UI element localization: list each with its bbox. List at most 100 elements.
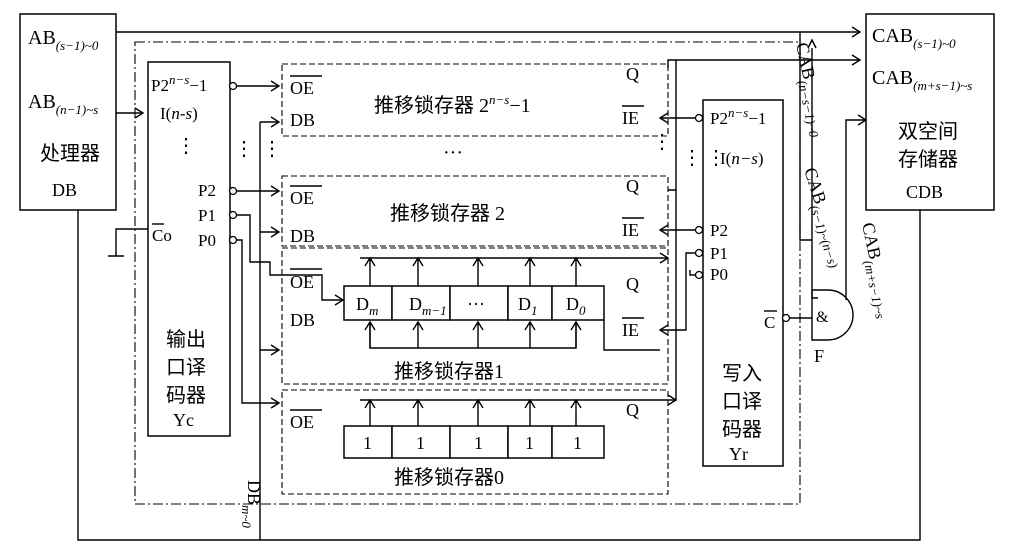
wire-db-second-arrow — [270, 226, 281, 238]
processor-ab-high-label: AB(s−1)~0 — [28, 27, 99, 53]
latch-zero-cell-label-1: 1 — [416, 433, 425, 453]
yc-pin-p1: P1 — [198, 206, 216, 225]
bus-cab-c-label: CAB(m+s−1)~s — [853, 221, 897, 320]
bus-cab-b-label: CAB(s−1)~(n−s) — [795, 165, 850, 270]
latch-zero-q: Q — [626, 400, 639, 420]
latch-first-db: DB — [290, 310, 315, 330]
and-gate-f — [811, 289, 854, 341]
latch-cell-label-2: ··· — [467, 294, 485, 314]
latch-zero-top-arrow-4 — [570, 398, 582, 426]
latch-first-bottom-arrow-3 — [524, 320, 536, 348]
yr-pin-p2: P2 — [710, 221, 728, 240]
yc-code: Yc — [173, 410, 194, 430]
wire-ie-first-arrow — [658, 324, 669, 336]
latch-second-db: DB — [290, 226, 315, 246]
vertical-dots-left: ⋮ — [262, 138, 282, 160]
yr-name-1: 写入 — [722, 363, 762, 385]
memory-cab-b-label: CAB(m+s−1)~s — [872, 67, 972, 93]
yr-vertical-dots: ⋮ — [706, 147, 726, 169]
yr-pin-c: C — [764, 313, 775, 332]
db-bus-label: DBm~0 — [239, 480, 264, 528]
latch-first-bottom-bus — [369, 322, 577, 349]
latch-zero-title: 推移锁存器0 — [394, 466, 504, 489]
latch-zero-top-arrow-0 — [364, 398, 376, 426]
latch-second-oe: OE — [290, 188, 314, 208]
latch-cell-label-1: Dm−1 — [409, 294, 447, 318]
yc-ptop-bubble — [228, 81, 238, 91]
latch-first-top-arrow-3 — [524, 256, 536, 286]
processor-ab-low-label: AB(n−1)~s — [28, 91, 98, 117]
output-decoder-box — [147, 61, 231, 437]
wire-processor-db-loop — [77, 210, 921, 541]
wire-p0-stub — [689, 270, 695, 276]
latch-first-top-arrow-0 — [364, 256, 376, 286]
wire-p0-oe-arrow — [270, 397, 281, 409]
yr-pin-p0: P0 — [710, 265, 728, 284]
output-decoder-block: P2n−s−1 I(n-s) ⋮ P2 P1 P0 Co 输出 口译 码器 Yc — [147, 61, 238, 437]
latch-second-q: Q — [626, 176, 639, 196]
yc-p1-bubble — [228, 210, 238, 220]
yr-p0-bubble — [694, 270, 704, 280]
latch-zero-top-arrow-3 — [524, 398, 536, 426]
latch-first-oe: OE — [290, 272, 314, 292]
yc-name-1: 输出 — [166, 328, 206, 351]
wire-co-ground — [108, 228, 148, 257]
wire-ab-low-arrow — [134, 107, 145, 119]
latch-cell-4 — [551, 285, 605, 321]
write-decoder-box — [702, 99, 784, 467]
latch-zero-top-arrow-2 — [472, 398, 484, 426]
latch-first-q: Q — [626, 274, 639, 294]
latch-cell-label-3: D1 — [518, 294, 538, 318]
latch-top-title: 推移锁存器 2n−s−1 — [374, 92, 531, 117]
yr-name-3: 码器 — [722, 419, 762, 441]
latch-first-title: 推移锁存器1 — [394, 360, 504, 383]
write-decoder-block: P2n−s−1 ⋮ I(n−s) P2 P1 P0 C 写入 口译 码器 Yr — [694, 99, 791, 467]
wire-q-first-arrow — [659, 252, 670, 264]
wire-q-top — [667, 59, 860, 68]
yc-pin-ptop: P2n−s−1 — [151, 72, 207, 95]
latch-zero-cell-label-4: 1 — [573, 433, 582, 453]
gate-symbol: & — [816, 309, 829, 326]
latch-top: OE DB 推移锁存器 2n−s−1 Q IE — [281, 63, 669, 137]
latch-first-top-arrow-1 — [412, 256, 424, 286]
wire-ie-top-arrow — [658, 112, 669, 124]
wire-cab-c — [845, 119, 866, 300]
latch-zero-oe: OE — [290, 412, 314, 432]
latch-first-ie: IE — [622, 320, 639, 340]
latch-top-q: Q — [626, 64, 639, 84]
latch-cell-3 — [507, 285, 553, 321]
yc-pin-co: Co — [152, 226, 172, 245]
latch-first-bottom-arrow-1 — [412, 320, 424, 348]
memory-name-line2: 存储器 — [898, 148, 958, 171]
yc-pin-i: I(n-s) — [160, 104, 198, 123]
wire-p2-oe-arrow — [270, 185, 281, 197]
wire-ie-second-arrow — [658, 224, 669, 236]
latch-zero-cell-0 — [343, 425, 393, 459]
latch-first-top-arrow-4 — [570, 256, 582, 286]
latch-top-ie: IE — [622, 108, 639, 128]
yr-name-2: 口译 — [722, 390, 762, 413]
latch-zero-cell-label-2: 1 — [474, 433, 483, 453]
latch-second-title: 推移锁存器 2 — [390, 202, 505, 225]
yr-pin-ptop: P2n−s−1 — [710, 105, 766, 128]
wire-cab-c-arrow — [857, 114, 868, 126]
wire-ptop-oe-arrow — [270, 80, 281, 92]
wire-ie-first — [660, 252, 695, 331]
wire-q-first — [360, 190, 677, 259]
wire-q-second — [668, 60, 677, 191]
latch-cell-0 — [343, 285, 393, 321]
gate-name: F — [814, 346, 824, 366]
latch-first-box — [281, 247, 669, 385]
latch-second-box — [281, 175, 669, 247]
memory-cab-a-label: CAB(s−1)~0 — [872, 25, 956, 51]
memory-name-line1: 双空间 — [898, 120, 958, 143]
wire-cab-a — [799, 32, 812, 241]
yr-pin-p1: P1 — [710, 244, 728, 263]
latch-cell-label-4: D0 — [566, 294, 586, 318]
latch-zero-cell-3 — [507, 425, 553, 459]
yc-name-2: 口译 — [166, 356, 206, 379]
